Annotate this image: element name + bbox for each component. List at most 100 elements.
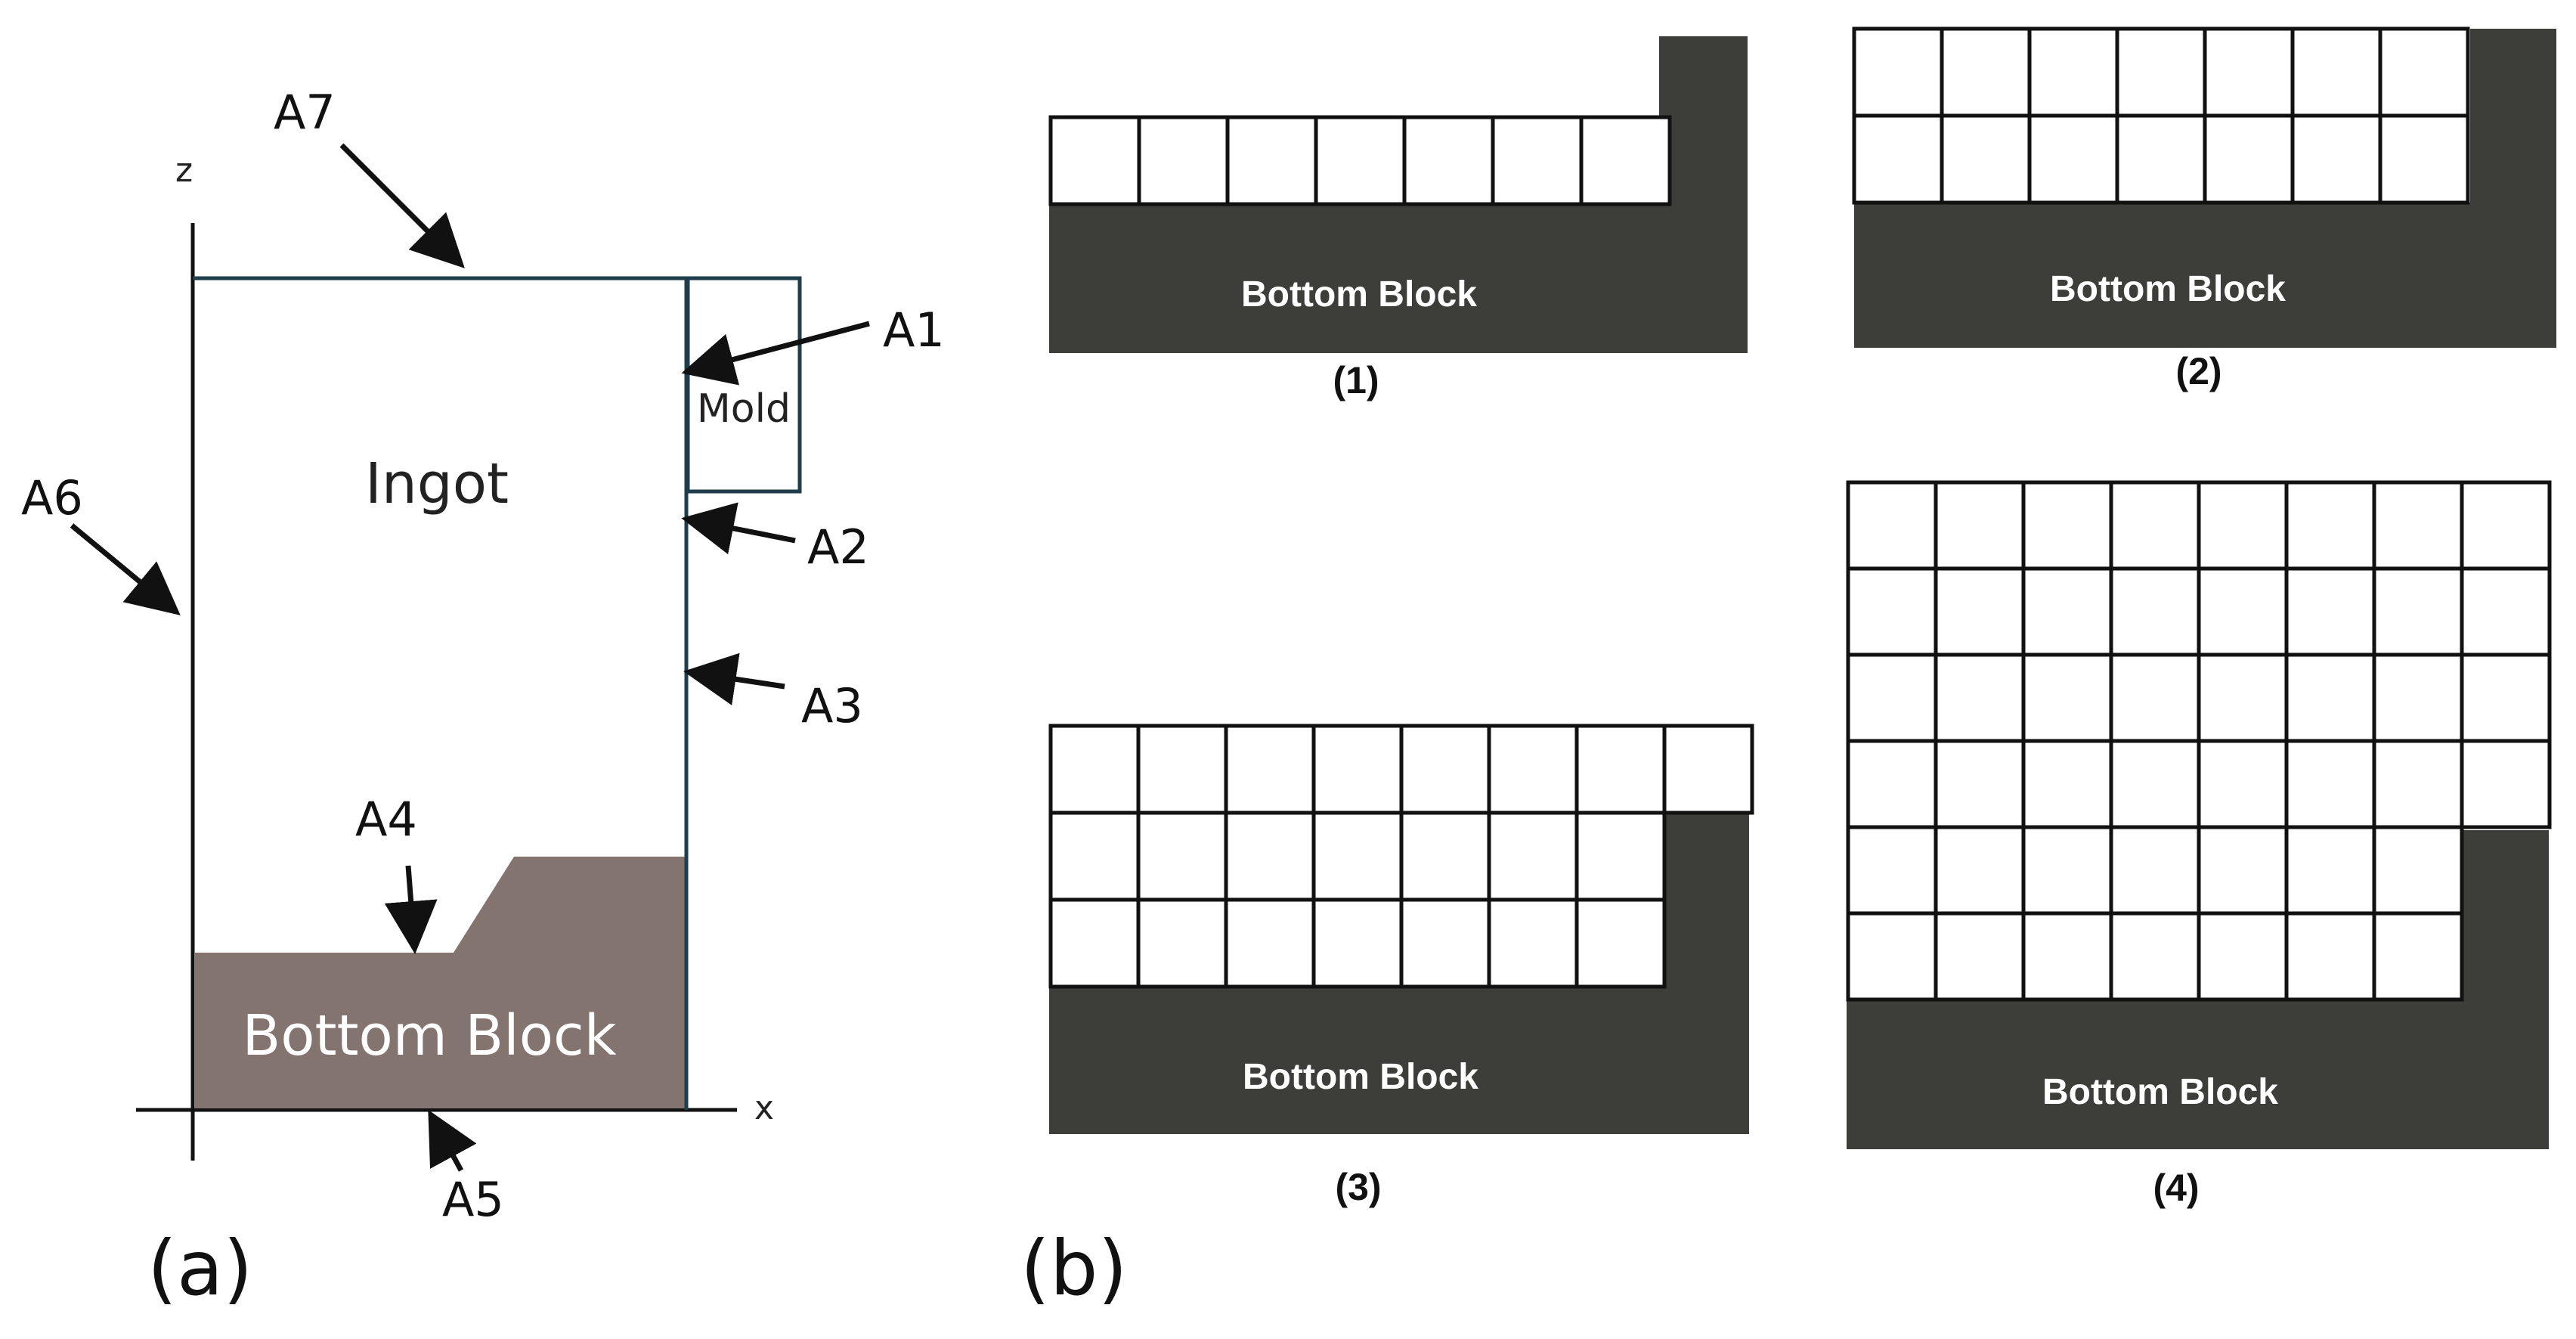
mesh-cell: [1048, 811, 1141, 902]
mesh-cell: [1224, 811, 1316, 902]
mesh-cell: [1487, 724, 1579, 815]
mesh-cell: [2284, 652, 2376, 743]
mesh-cell: [2197, 652, 2289, 743]
mesh-cell: [2027, 113, 2119, 205]
mesh-cell: [2460, 739, 2552, 829]
mesh-cell: [1579, 115, 1672, 206]
mesh-cell: [1399, 724, 1491, 815]
a4-arrow: [384, 865, 438, 954]
mesh-cell: [2284, 480, 2376, 571]
mesh-cell: [2115, 26, 2207, 118]
mesh-cell: [2460, 652, 2552, 743]
stage-3-grid: [1048, 724, 1754, 989]
mesh-cell: [1224, 724, 1316, 815]
mesh-cell: [2021, 652, 2113, 743]
mesh-cell: [1048, 115, 1141, 206]
mesh-cell: [1940, 113, 2032, 205]
mesh-cell: [1048, 897, 1141, 989]
mesh-cell: [1574, 724, 1667, 815]
mesh-cell: [1399, 811, 1491, 902]
mold-box: [686, 276, 802, 494]
mesh-cell: [1137, 115, 1230, 206]
stage-3-block-label: Bottom Block: [1243, 1057, 1478, 1097]
mesh-cell: [1846, 566, 1938, 657]
mesh-cell: [2284, 566, 2376, 657]
stage-2-bottom-block: [1854, 29, 2556, 348]
mesh-cell: [1224, 897, 1316, 989]
mesh-cell: [1852, 113, 1944, 205]
mesh-cell: [2378, 26, 2470, 118]
stage-4-label: (4): [2153, 1167, 2199, 1209]
mesh-cell: [1934, 480, 2026, 571]
panel-a: z x Bottom Block Ingot Mold A7 A1 A2 A3 …: [21, 85, 945, 1313]
mesh-cell: [2109, 480, 2201, 571]
mesh-cell: [2021, 911, 2113, 1002]
bottom-block-label: Bottom Block: [242, 1003, 616, 1068]
mesh-cell: [1846, 739, 1938, 829]
mesh-cell: [1314, 115, 1407, 206]
mesh-cell: [1846, 825, 1938, 916]
mesh-cell: [2372, 480, 2464, 571]
mesh-cell: [1402, 115, 1495, 206]
mesh-cell: [2372, 566, 2464, 657]
mesh-cell: [1225, 115, 1318, 206]
mesh-cell: [1399, 897, 1491, 989]
a7-arrow: [339, 143, 465, 268]
mesh-cell: [2372, 911, 2464, 1002]
mesh-cell: [1311, 897, 1404, 989]
a6-label: A6: [21, 470, 83, 525]
stage-4-block-label: Bottom Block: [2042, 1072, 2278, 1112]
mesh-cell: [2027, 26, 2119, 118]
a2-arrow: [681, 502, 796, 555]
stage-1-block-label: Bottom Block: [1241, 274, 1477, 315]
mesh-cell: [1311, 811, 1404, 902]
mesh-cell: [1934, 825, 2026, 916]
mesh-cell: [1662, 724, 1754, 815]
stage-1-bottom-block: [1049, 36, 1748, 353]
stage-2: Bottom Block (2): [1852, 26, 2556, 392]
mesh-cell: [2021, 480, 2113, 571]
mesh-cell: [2378, 113, 2470, 205]
mesh-cell: [2284, 911, 2376, 1002]
mesh-cell: [2290, 113, 2382, 205]
z-axis-label: z: [175, 151, 193, 190]
mesh-cell: [2021, 825, 2113, 916]
panel-b-label: (b): [1020, 1224, 1128, 1313]
x-axis-label: x: [754, 1089, 774, 1127]
mesh-cell: [1311, 724, 1404, 815]
mesh-cell: [1574, 897, 1667, 989]
mesh-cell: [2197, 480, 2289, 571]
mesh-cell: [2460, 480, 2552, 571]
mesh-cell: [1048, 724, 1141, 815]
mesh-cell: [2197, 825, 2289, 916]
mesh-cell: [2197, 739, 2289, 829]
a3-label: A3: [801, 678, 863, 733]
mesh-cell: [2109, 911, 2201, 1002]
stage-2-grid: [1852, 26, 2470, 205]
mesh-cell: [1852, 26, 1944, 118]
mesh-cell: [1487, 897, 1579, 989]
stage-2-block-label: Bottom Block: [2050, 269, 2286, 309]
mesh-cell: [1934, 652, 2026, 743]
mesh-cell: [1846, 911, 1938, 1002]
mesh-cell: [2115, 113, 2207, 205]
mesh-cell: [1487, 811, 1579, 902]
mesh-cell: [2203, 113, 2295, 205]
stage-1-label: (1): [1333, 359, 1379, 401]
stage-3-bottom-block: [1049, 813, 1749, 1134]
mesh-cell: [1940, 26, 2032, 118]
mesh-cell: [2021, 566, 2113, 657]
panel-a-label: (a): [147, 1224, 252, 1313]
stage-4-bottom-block: [1847, 830, 2549, 1149]
mesh-cell: [2284, 739, 2376, 829]
stage-2-label: (2): [2175, 350, 2221, 392]
mesh-cell: [2021, 739, 2113, 829]
mold-label: Mold: [697, 386, 791, 432]
mesh-cell: [2197, 911, 2289, 1002]
stage-4-grid: [1846, 480, 2552, 1002]
stage-1: Bottom Block (1): [1048, 36, 1748, 401]
mesh-cell: [2372, 652, 2464, 743]
mesh-cell: [1136, 897, 1228, 989]
a2-label: A2: [807, 519, 869, 575]
